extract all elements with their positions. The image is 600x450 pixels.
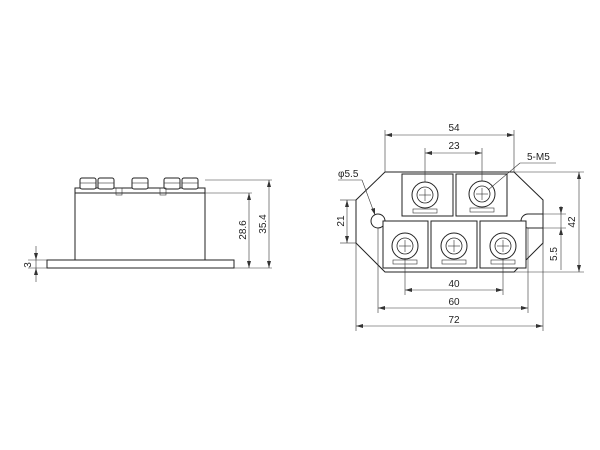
dim-terminal-spacing-top: 23 [448, 141, 460, 152]
dim-hole-diameter: φ5.5 [338, 169, 359, 180]
side-body [74, 192, 206, 261]
dim-height-42: 42 [567, 216, 578, 228]
side-screw-heads [79, 177, 199, 196]
dim-body-width: 60 [448, 297, 460, 308]
dim-terminal-spacing-bottom: 40 [448, 279, 460, 290]
dim-base-thickness: 3 [23, 262, 34, 268]
terminal-screws [391, 180, 517, 265]
dim-overall-top: 54 [448, 123, 460, 134]
dim-screw-label: 5-M5 [527, 152, 550, 163]
side-view: 28.6 35.4 3 [23, 177, 272, 282]
side-base-plate [46, 259, 235, 269]
top-view: 54 23 5-M5 φ5.5 21 42 [336, 123, 584, 331]
dim-height-5-5: 5.5 [549, 247, 560, 261]
dim-body-height: 28.6 [238, 220, 249, 240]
dim-total-height: 35.4 [258, 214, 269, 234]
dim-hole-to-edge: 21 [336, 215, 347, 227]
dim-overall-width: 72 [448, 315, 460, 326]
